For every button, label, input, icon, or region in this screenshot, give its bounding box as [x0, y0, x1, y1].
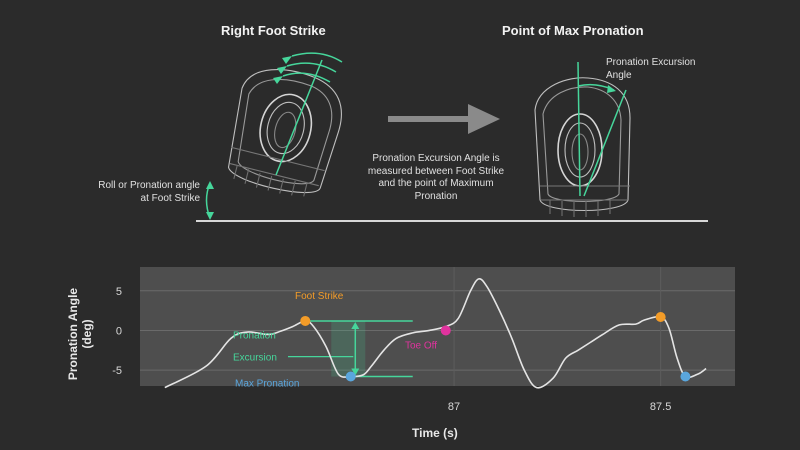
grid-lines — [140, 267, 735, 386]
left-shoe-icon — [227, 69, 342, 197]
excursion-label-line2: Excursion — [233, 353, 277, 364]
toe-off-label: Toe Off — [405, 341, 437, 352]
y-axis-title: Pronation Angle (deg) — [66, 287, 94, 381]
y-tick-label: -5 — [112, 365, 122, 377]
left-title: Right Foot Strike — [221, 23, 326, 38]
excursion-band — [331, 320, 366, 377]
excursion-label-line1: Pronation — [233, 330, 276, 341]
y-tick-label: 0 — [116, 325, 122, 337]
event-marker — [345, 371, 356, 382]
foot-illustration — [196, 52, 708, 222]
excursion-arrowhead-down — [351, 368, 360, 376]
y-tick-label: 5 — [116, 286, 122, 298]
right-title: Point of Max Pronation — [502, 23, 644, 38]
event-marker — [655, 311, 666, 322]
roll-angle-label: Roll or Pronation angle at Foot Strike — [98, 180, 200, 204]
excursion-bracket — [288, 320, 413, 378]
event-marker — [300, 315, 311, 326]
pronation-chart: 5 0 -5 87 87.5 Foot StrikePronationExcursio… — [112, 267, 735, 413]
right-shoe-icon — [534, 77, 631, 217]
center-note: Pronation Excursion Angle is measured be… — [367, 153, 505, 202]
x-tick-label: 87.5 — [650, 401, 671, 413]
arrow-right-icon — [388, 104, 500, 134]
max-pronation-label: Max Pronation — [235, 378, 299, 389]
excursion-angle-label: Pronation Excursion Angle — [606, 57, 696, 81]
x-tick-label: 87 — [448, 401, 460, 413]
excursion-arrowhead-up — [351, 321, 360, 329]
event-marker — [680, 371, 691, 382]
plot-background — [140, 267, 735, 386]
x-axis-title: Time (s) — [412, 426, 458, 440]
event-marker — [440, 325, 451, 336]
foot-strike-label: Foot Strike — [295, 291, 344, 302]
